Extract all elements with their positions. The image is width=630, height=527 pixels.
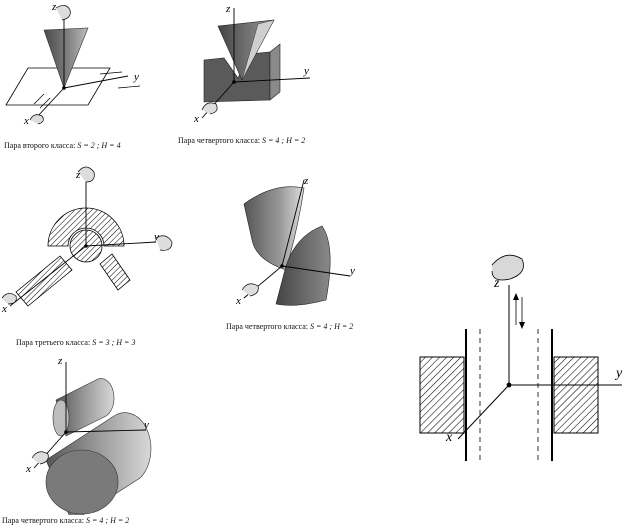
y-axis-label: y — [303, 65, 309, 77]
figure-caption: Пара третьего класса: S = 3 ; H = 3 — [16, 338, 135, 347]
x-axis-label: x — [1, 303, 7, 315]
caption-text: Пара четвертого класса: — [226, 322, 308, 331]
motion-arrow — [99, 71, 123, 75]
x-axis-label: x — [235, 295, 241, 307]
translation-arrow-head — [513, 293, 519, 300]
z-axis-label: z — [303, 175, 309, 187]
z-axis-label: z — [51, 1, 57, 13]
caption-formula: S = 2 ; H = 4 — [77, 141, 121, 150]
origin-point — [506, 382, 512, 388]
y-axis-label: y — [349, 265, 355, 277]
left-block — [419, 356, 465, 434]
rotation-arrow-icon — [241, 283, 259, 297]
z-axis-label: z — [225, 3, 231, 15]
y-axis-line — [281, 265, 351, 277]
origin-point — [280, 264, 284, 268]
x-axis-label: x — [23, 115, 29, 127]
joint-arm-right — [99, 253, 131, 291]
rotation-arrow-icon — [77, 166, 95, 183]
x-axis-label: x — [25, 463, 31, 475]
motion-arrow — [39, 97, 51, 109]
origin-point — [232, 80, 236, 84]
caption-text: Пара четвертого класса: — [2, 516, 84, 525]
caption-formula: S = 4 ; H = 2 — [262, 136, 306, 145]
small-cylinder-end — [52, 399, 70, 437]
caption-text: Пара четвертого класса: — [178, 136, 260, 145]
x-axis-line — [9, 245, 87, 307]
motion-arrow — [33, 93, 45, 105]
figure-caption: Пара четвертого класса: S = 4 ; H = 2 — [2, 516, 129, 525]
y-axis-label: y — [614, 366, 623, 381]
caption-text: Пара второго класса: — [4, 141, 76, 150]
cone-body — [43, 27, 89, 89]
figure-caption: Пара второго класса: S = 2 ; H = 4 — [4, 141, 121, 150]
y-axis-line — [65, 429, 147, 433]
origin-point — [84, 244, 88, 248]
figure-wedge-vblock: z y x — [193, 3, 311, 125]
vblock-front — [203, 51, 271, 103]
z-axis-label: z — [493, 276, 500, 291]
rotation-arrow-icon — [201, 102, 218, 115]
origin-point — [64, 430, 68, 434]
translation-arrow-head — [519, 322, 525, 329]
rotation-arrow-icon — [1, 293, 17, 305]
x-axis-line — [457, 384, 510, 440]
plane-base — [5, 67, 111, 106]
figure-caption: Пара четвертого класса: S = 4 ; H = 2 — [226, 322, 353, 331]
vblock-side — [269, 43, 281, 101]
x-axis-label: x — [193, 113, 199, 125]
motion-arrow — [117, 85, 141, 89]
y-axis-label: y — [153, 231, 159, 243]
y-axis-line — [85, 241, 157, 247]
rotation-arrow-icon — [491, 254, 524, 281]
right-block — [553, 356, 599, 434]
y-axis-line — [233, 77, 311, 83]
figure-two-cylinders: z y x — [25, 355, 152, 515]
figure-caption: Пара четвертого класса: S = 4 ; H = 2 — [178, 136, 305, 145]
caption-text: Пара третьего класса: — [16, 338, 91, 347]
z-axis-label: z — [75, 169, 81, 181]
z-axis-line — [281, 179, 305, 267]
rotation-arrow-icon — [29, 114, 44, 125]
rotation-arrow-icon — [155, 235, 173, 251]
z-axis-label: z — [57, 355, 63, 367]
upper-body — [243, 186, 305, 271]
figure-cylindrical-section: z y x — [419, 254, 623, 461]
y-axis-label: y — [133, 71, 139, 83]
rotation-arrow-icon — [31, 451, 49, 465]
y-axis-label: y — [143, 419, 149, 431]
figure-cone-on-plane: z y x — [5, 1, 141, 127]
caption-formula: S = 3 ; H = 3 — [92, 338, 136, 347]
rotation-arrow-icon — [55, 5, 71, 21]
figure-curved-surfaces: z y x — [235, 175, 355, 307]
small-cylinder — [55, 378, 115, 437]
caption-formula: S = 4 ; H = 2 — [86, 516, 130, 525]
origin-point — [62, 86, 66, 90]
large-cylinder-end — [45, 449, 119, 515]
figure-spherical-joint: z y x — [1, 166, 173, 315]
wedge-light-face — [241, 19, 275, 81]
lower-body — [275, 225, 331, 306]
x-axis-line — [35, 87, 65, 119]
y-axis-line — [63, 75, 129, 89]
x-axis-label: x — [445, 430, 453, 445]
caption-formula: S = 4 ; H = 2 — [310, 322, 354, 331]
